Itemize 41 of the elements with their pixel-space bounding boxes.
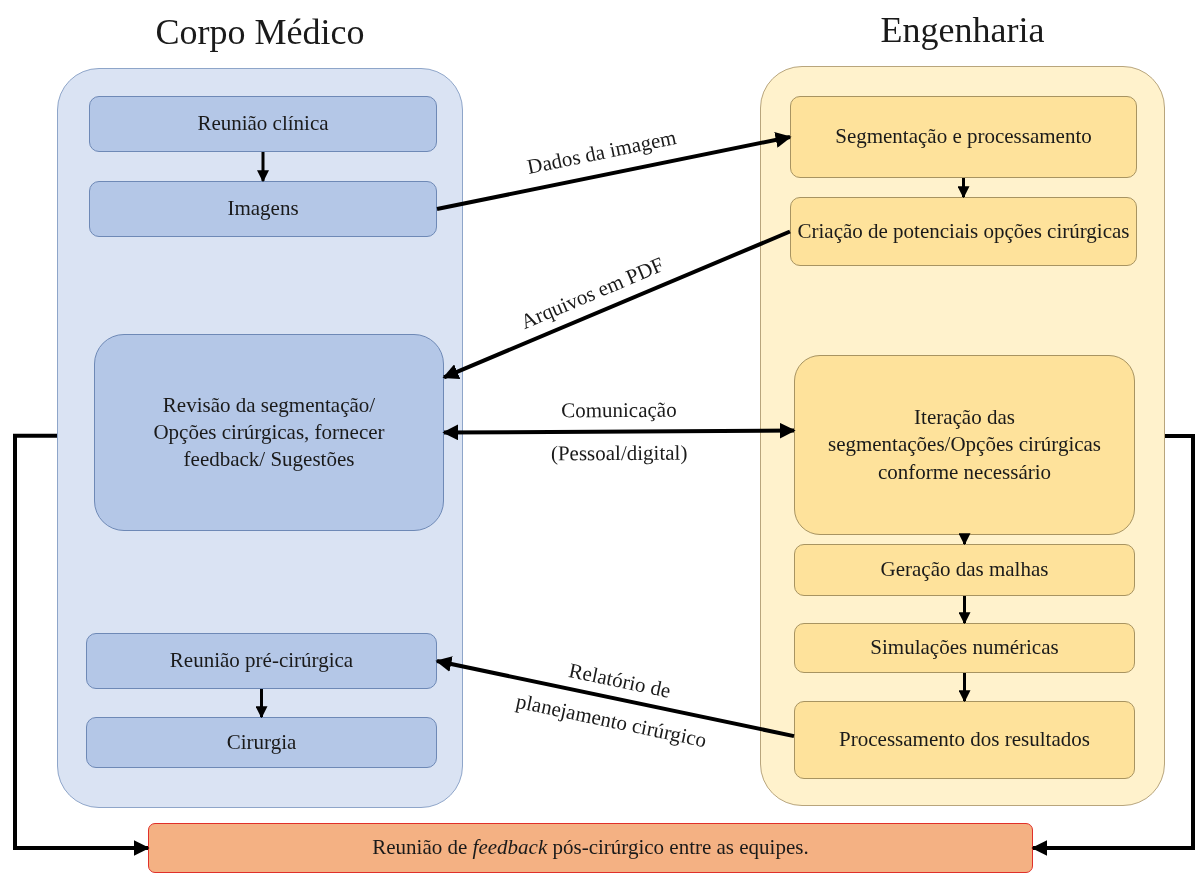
process-box bbox=[86, 717, 437, 768]
step-text: Simulações numéricas bbox=[869, 634, 1060, 662]
step-text: Reunião de feedback pós-cirúrgico entre as equipes. bbox=[371, 834, 810, 862]
process-box bbox=[794, 544, 1135, 596]
step-text: Geração das malhas bbox=[879, 556, 1050, 584]
process-box bbox=[794, 355, 1135, 535]
step-text: Imagens bbox=[226, 195, 300, 223]
step-text: Revisão da segmentação/ Opções cirúrgicas, fornecer feedback/ Sugestões bbox=[152, 391, 386, 474]
lane-heading: Engenharia bbox=[879, 9, 1046, 51]
arrow bbox=[257, 152, 269, 183]
arrow bbox=[958, 533, 971, 546]
process-box bbox=[790, 197, 1137, 266]
lane-heading: Corpo Médico bbox=[154, 11, 366, 53]
step-text: Reunião clínica bbox=[196, 110, 330, 138]
step-text: Iteração das segmentações/Opções cirúrgicas conforme necessário bbox=[826, 404, 1103, 486]
edge-label: Relatório de planejamento cirúrgico bbox=[512, 656, 710, 754]
arrow bbox=[958, 673, 971, 703]
edge-label: Comunicação (Pessoal/digital) bbox=[549, 396, 689, 467]
step-text: Processamento dos resultados bbox=[838, 726, 1091, 754]
step-text: Cirurgia bbox=[225, 728, 298, 756]
process-box bbox=[794, 701, 1135, 779]
process-box bbox=[89, 96, 437, 152]
arrow bbox=[435, 656, 795, 739]
arrow bbox=[442, 229, 791, 380]
arrow bbox=[13, 433, 150, 856]
arrow bbox=[957, 178, 970, 199]
arrow bbox=[442, 422, 796, 441]
edge-label: Dados da imagem bbox=[525, 125, 679, 181]
arrow bbox=[958, 596, 971, 625]
process-box bbox=[148, 823, 1033, 873]
step-text: Criação de potenciais opções cirúrgicas bbox=[796, 217, 1131, 245]
process-box bbox=[89, 181, 437, 237]
process-box bbox=[94, 334, 444, 531]
process-box bbox=[794, 623, 1135, 673]
step-text: Segmentação e processamento bbox=[834, 123, 1093, 151]
arrow bbox=[436, 132, 792, 211]
arrow bbox=[1031, 434, 1195, 856]
process-box bbox=[790, 96, 1137, 178]
arrow bbox=[255, 689, 268, 719]
process-box bbox=[86, 633, 437, 689]
step-text: Reunião pré-cirúrgica bbox=[168, 647, 355, 675]
